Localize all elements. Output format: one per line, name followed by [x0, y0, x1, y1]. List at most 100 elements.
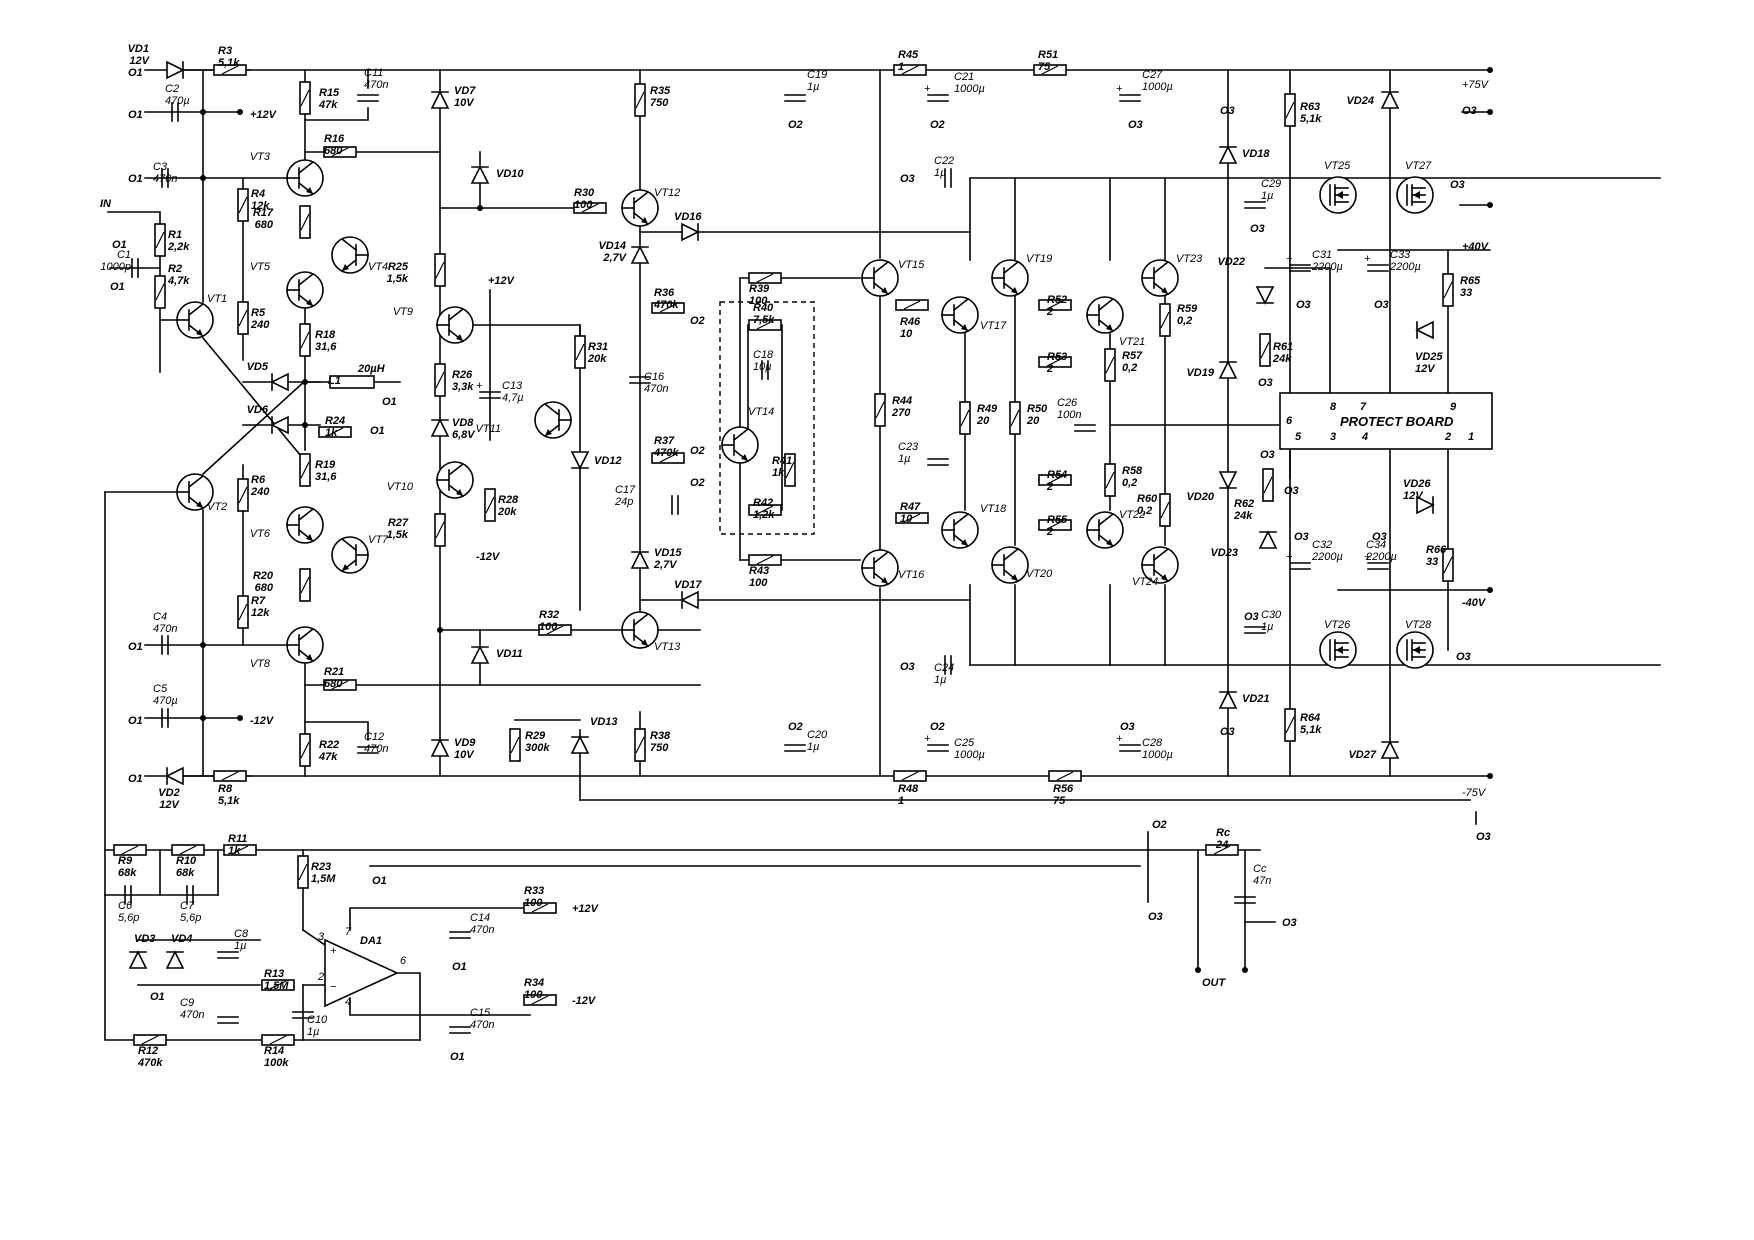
diode-vd22-ref: VD22 — [1217, 256, 1245, 268]
resistor-r1-value: 2,2k — [167, 241, 190, 253]
transistor-vt22-ref: VT22 — [1119, 509, 1145, 521]
capacitor-c29-value: 1µ — [1261, 190, 1273, 202]
diode-vd23 — [1258, 530, 1278, 549]
resistor-r26-ref: R26 — [452, 369, 473, 381]
transistor-vt11 — [534, 401, 572, 439]
inductor-l1 — [329, 375, 375, 389]
transistor-vt12 — [621, 189, 659, 227]
resistor-r39-value: 100 — [749, 295, 768, 307]
resistor-r30-value: 100 — [574, 199, 593, 211]
capacitor-c6 — [124, 885, 132, 905]
resistor-r10-value: 68k — [176, 867, 195, 879]
resistor-r28-value: 20k — [497, 506, 517, 518]
resistor-r20 — [299, 568, 311, 602]
transistor-vt24-ref: VT24 — [1132, 576, 1158, 588]
resistor-r65 — [1442, 273, 1454, 307]
resistor-r26 — [434, 363, 446, 397]
net-o3-c33: O3 — [1374, 299, 1389, 311]
rail-label-plus40: +40V — [1462, 241, 1490, 253]
resistor-r41-ref: R41 — [772, 455, 792, 467]
rail-label-minus40: -40V — [1462, 597, 1487, 609]
capacitor-c12-value: 470n — [364, 743, 388, 755]
capacitor-c11-ref: C11 — [364, 67, 383, 79]
capacitor-c2 — [171, 102, 179, 122]
resistor-r56 — [1048, 770, 1082, 782]
opamp-da1-label: DA1 — [360, 935, 382, 947]
capacitor-c26-value: 100n — [1057, 409, 1081, 421]
resistor-r14-value: 100k — [264, 1057, 289, 1069]
net-o3-c28: O3 — [1120, 721, 1135, 733]
capacitor-c19-value: 1µ — [807, 81, 819, 93]
resistor-r10 — [171, 844, 205, 856]
polarity-plus-icon: + — [1364, 253, 1371, 265]
resistor-r63-ref: R63 — [1300, 101, 1320, 113]
capacitor-c13-ref: C13 — [502, 380, 523, 392]
net-o1-c4: O1 — [128, 641, 143, 653]
resistor-r7-value: 12k — [251, 607, 270, 619]
resistor-r54 — [1038, 474, 1072, 486]
resistor-r59 — [1159, 303, 1171, 337]
net-o1-c5: O1 — [128, 715, 143, 727]
capacitor-c25-value: 1000µ — [954, 749, 985, 761]
resistor-r58-value: 0,2 — [1122, 477, 1137, 489]
capacitor-c11-value: 470n — [364, 79, 388, 91]
resistor-r9 — [113, 844, 147, 856]
resistor-r45 — [893, 64, 927, 76]
resistor-r29 — [509, 728, 521, 762]
resistor-r49 — [959, 401, 971, 435]
capacitor-c27-value: 1000µ — [1142, 81, 1173, 93]
net-o1-fb: O1 — [372, 875, 387, 887]
net-o1-vd: O1 — [150, 991, 165, 1003]
resistor-r19-ref: R19 — [315, 459, 336, 471]
transistor-vt2 — [176, 473, 214, 511]
resistor-r65-ref: R65 — [1460, 275, 1481, 287]
capacitor-c10-ref: C10 — [307, 1014, 328, 1026]
transistor-vt6-ref: VT6 — [250, 528, 271, 540]
capacitor-c31-value: 2200µ — [1311, 261, 1343, 273]
transistor-vt14-ref: VT14 — [748, 406, 774, 418]
capacitor-c18-ref: C18 — [753, 349, 774, 361]
diode-vd7-value: 10V — [454, 97, 475, 109]
net-o1-c3: O1 — [128, 173, 143, 185]
resistor-r30-ref: R30 — [574, 187, 595, 199]
resistor-r4-value: 12k — [251, 200, 270, 212]
resistor-r16 — [323, 146, 357, 158]
resistor-r52-ref: R52 — [1047, 294, 1067, 306]
resistor-r33-value: 100 — [524, 897, 543, 909]
resistor-r16-ref: R16 — [324, 133, 345, 145]
resistor-r29-value: 300k — [525, 742, 550, 754]
opamp-pin4: 4 — [345, 996, 351, 1008]
resistor-r37-ref: R37 — [654, 435, 675, 447]
transistor-vt6 — [286, 506, 324, 544]
transistor-vt24 — [1141, 546, 1179, 584]
diode-vd14-ref: VD14 — [598, 240, 626, 252]
resistor-r38-value: 750 — [650, 742, 669, 754]
capacitor-c9 — [217, 1016, 239, 1024]
capacitor-c6-value: 5,6p — [118, 912, 139, 924]
diode-vd17 — [680, 590, 699, 610]
resistor-r63 — [1284, 93, 1296, 127]
resistor-r41-value: 1k — [772, 467, 785, 479]
resistor-r52 — [1038, 299, 1072, 311]
resistor-r25-ref: R25 — [388, 261, 409, 273]
resistor-r39 — [748, 272, 782, 284]
resistor-r51 — [1033, 64, 1067, 76]
diode-vd2-value: 12V — [159, 799, 180, 811]
capacitor-c24 — [944, 655, 952, 675]
diode-vd18 — [1218, 145, 1238, 164]
transistor-vt20 — [991, 546, 1029, 584]
resistor-r50 — [1009, 401, 1021, 435]
capacitor-c33-ref: C33 — [1390, 249, 1411, 261]
net-o2-r37: O2 — [690, 445, 705, 457]
resistor-r8-ref: R8 — [218, 783, 233, 795]
net-o1-vd2: O1 — [128, 773, 143, 785]
capacitor-c8-value: 1µ — [234, 940, 246, 952]
capacitor-c33-value: 2200µ — [1389, 261, 1421, 273]
net-o1-r24: O1 — [370, 425, 385, 437]
output-label: OUT — [1202, 977, 1227, 989]
resistor-r54-value: 2 — [1046, 481, 1053, 493]
net-o3-c32: O3 — [1294, 531, 1309, 543]
capacitor-c23 — [927, 458, 949, 466]
resistor-r25 — [434, 253, 446, 287]
resistor-r58-ref: R58 — [1122, 465, 1143, 477]
